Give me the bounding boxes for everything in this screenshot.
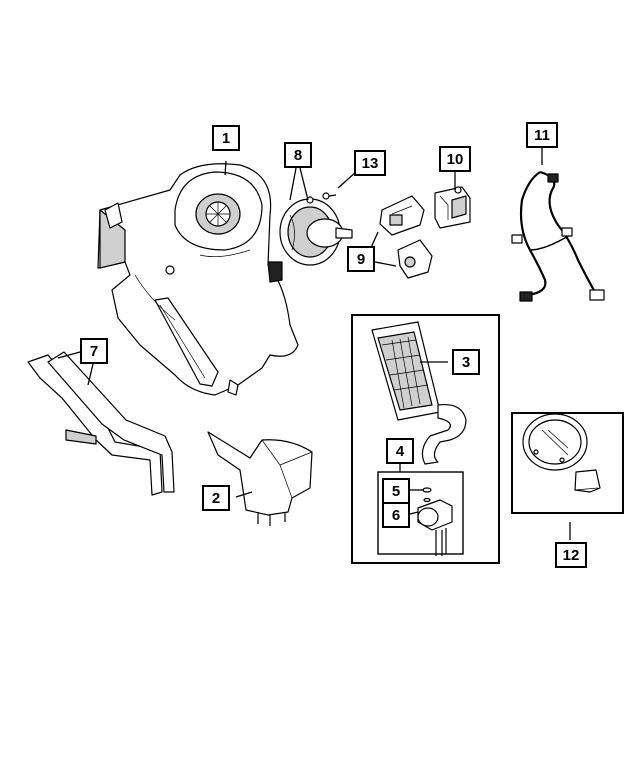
- callout-1[interactable]: 1: [212, 125, 240, 151]
- callout-4[interactable]: 4: [386, 438, 414, 464]
- part-12-cover[interactable]: [522, 413, 601, 493]
- callout-6[interactable]: 6: [382, 502, 410, 528]
- part-9-actuator-upper[interactable]: [379, 195, 425, 236]
- part-3-heater-core[interactable]: [371, 321, 467, 465]
- callout-7[interactable]: 7: [80, 338, 108, 364]
- group-frame-3-4: [351, 314, 500, 564]
- callout-8[interactable]: 8: [284, 142, 312, 168]
- callout-12[interactable]: 12: [555, 542, 587, 568]
- part-11-wiring-harness[interactable]: [511, 170, 605, 302]
- part-7-heater-tube-assembly[interactable]: [27, 351, 175, 496]
- group-frame-5-6: [377, 471, 464, 555]
- group-frame-12: [511, 412, 624, 514]
- part-9-actuator-lower[interactable]: [397, 239, 433, 279]
- callout-5[interactable]: 5: [382, 478, 410, 504]
- part-8-blower-motor[interactable]: [279, 196, 353, 266]
- part-13-screw[interactable]: [322, 192, 337, 200]
- callout-9[interactable]: 9: [347, 246, 375, 272]
- part-1-hvac-housing[interactable]: [97, 163, 299, 396]
- callout-2[interactable]: 2: [202, 485, 230, 511]
- callout-11[interactable]: 11: [526, 122, 558, 148]
- callout-3[interactable]: 3: [452, 349, 480, 375]
- part-6-valve[interactable]: [417, 499, 453, 556]
- callout-13[interactable]: 13: [354, 150, 386, 176]
- part-10-control-module[interactable]: [434, 186, 471, 229]
- part-5-seal[interactable]: [422, 487, 432, 503]
- callout-10[interactable]: 10: [439, 146, 471, 172]
- part-2-duct[interactable]: [207, 431, 313, 526]
